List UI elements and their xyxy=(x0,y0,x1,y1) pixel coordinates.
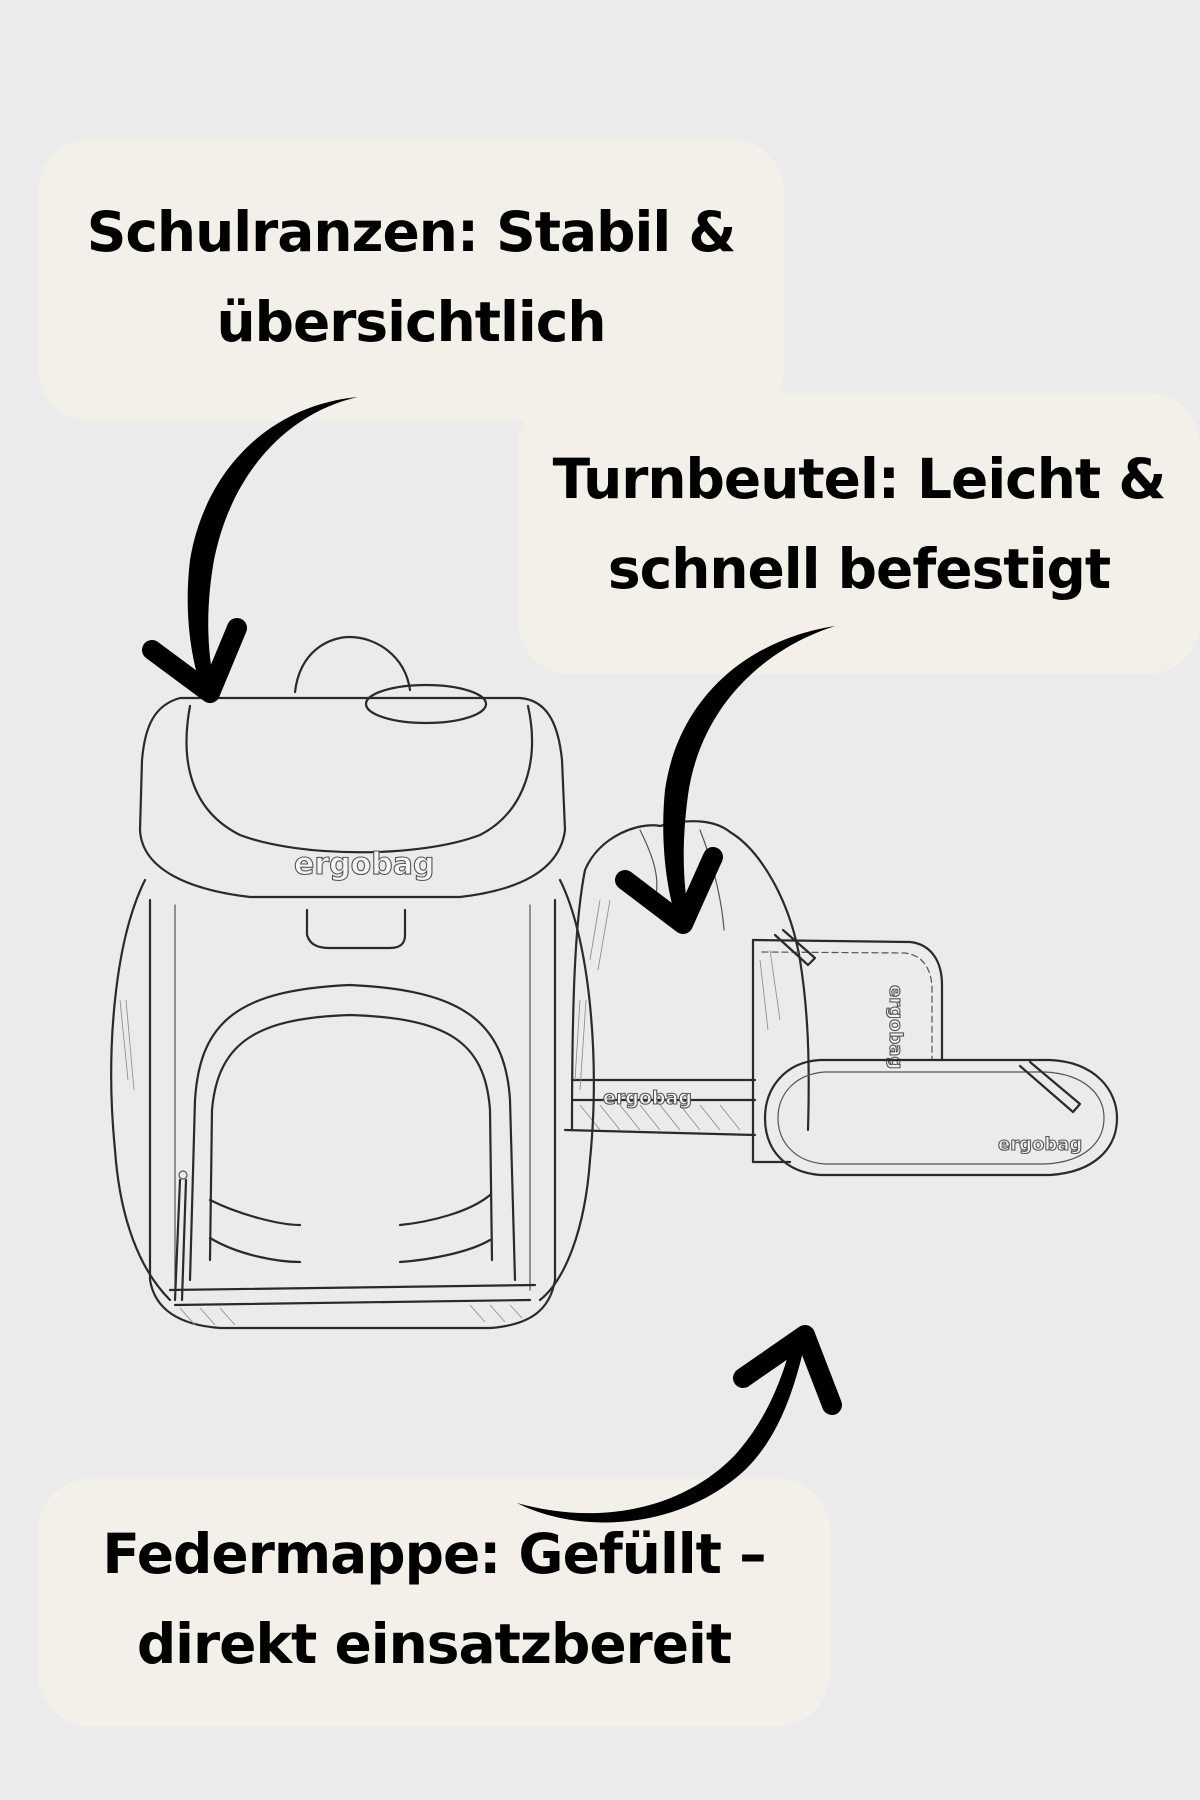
callout-turnbeutel-line2: schnell befestigt xyxy=(607,537,1111,601)
oval-case-logo: ergobag xyxy=(998,1134,1082,1155)
callout-schulranzen-line1: Schulranzen: Stabil & xyxy=(86,200,737,264)
pencil-case-flat-illustration: ergobag xyxy=(751,928,944,1164)
callout-federmappe-line1: Federmappe: Gefüllt – xyxy=(102,1522,766,1586)
callout-federmappe: Federmappe: Gefüllt – direkt einsatzbere… xyxy=(38,1479,830,1726)
callout-schulranzen-line2: übersichtlich xyxy=(216,290,606,354)
pencil-case-oval-illustration: ergobag xyxy=(763,1058,1119,1177)
callout-turnbeutel: Turnbeutel: Leicht & schnell befestigt xyxy=(518,393,1200,674)
gym-bag-illustration: ergobag xyxy=(563,820,810,1137)
flat-case-logo: ergobag xyxy=(885,985,906,1069)
curved-arrow-down-icon xyxy=(187,397,358,695)
arrow-1-to-backpack xyxy=(142,397,358,703)
callout-turnbeutel-line1: Turnbeutel: Leicht & xyxy=(552,447,1167,511)
gym-bag-logo: ergobag xyxy=(603,1087,692,1109)
callout-federmappe-line2: direkt einsatzbereit xyxy=(136,1612,732,1676)
school-backpack-illustration: ergobag xyxy=(110,635,595,1330)
callout-schulranzen: Schulranzen: Stabil & übersichtlich xyxy=(38,139,784,421)
backpack-logo: ergobag xyxy=(294,847,434,882)
